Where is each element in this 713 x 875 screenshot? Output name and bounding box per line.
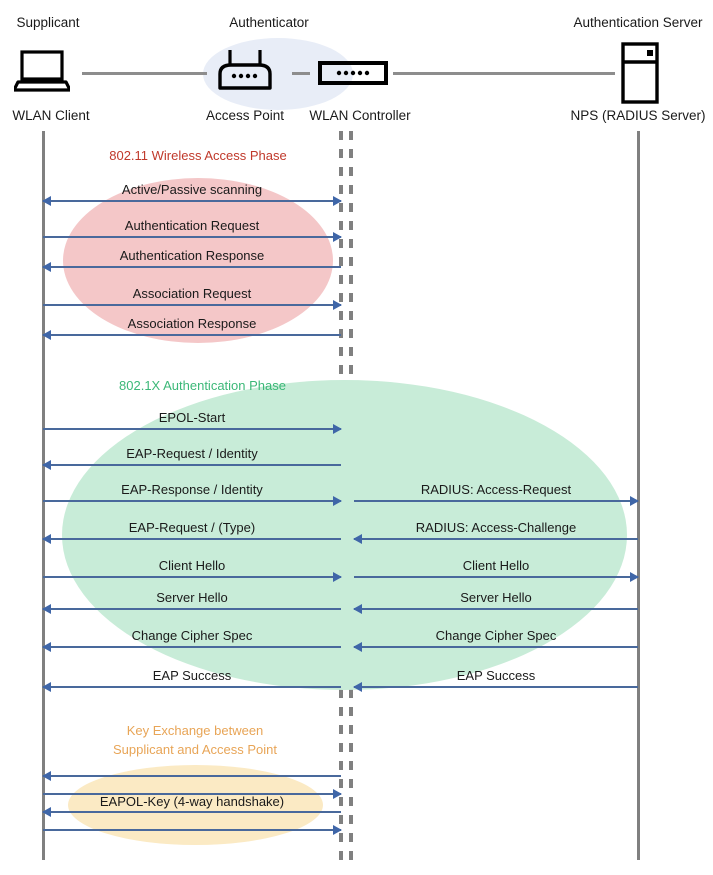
message-authentication-request bbox=[43, 232, 342, 242]
actor-name-access-point: Access Point bbox=[205, 108, 285, 123]
message-eap-request-identity bbox=[42, 460, 341, 470]
phase-title-8021x: 802.1X Authentication Phase bbox=[119, 378, 286, 393]
message-change-cipher-spec-right bbox=[353, 642, 638, 652]
message-association-request bbox=[43, 300, 342, 310]
server-tower-icon bbox=[620, 42, 660, 104]
message-label-radius-access-request: RADIUS: Access-Request bbox=[420, 482, 572, 497]
actor-role-supplicant: Supplicant bbox=[16, 15, 80, 30]
phase-title-key-exchange-line2: Supplicant and Access Point bbox=[112, 742, 278, 757]
message-server-hello-right bbox=[353, 604, 638, 614]
message-label-authentication-request: Authentication Request bbox=[124, 218, 260, 233]
phase-title-key-exchange-line1: Key Exchange between bbox=[126, 723, 264, 738]
message-eap-response-identity bbox=[43, 496, 342, 506]
phase-title-80211: 802.11 Wireless Access Phase bbox=[109, 148, 287, 163]
wire-client-to-ap bbox=[82, 72, 207, 75]
authenticator-group-blob bbox=[203, 38, 353, 110]
actor-name-wlan-client: WLAN Client bbox=[12, 108, 90, 123]
message-server-hello-left bbox=[42, 604, 341, 614]
phase-blob-key-exchange bbox=[68, 765, 323, 845]
message-eap-success-left bbox=[42, 682, 341, 692]
message-client-hello-right bbox=[354, 572, 639, 582]
message-eap-success-right bbox=[353, 682, 638, 692]
message-label-client-hello-left: Client Hello bbox=[158, 558, 226, 573]
message-label-active-passive-scanning: Active/Passive scanning bbox=[121, 182, 263, 197]
message-label-server-hello-left: Server Hello bbox=[156, 590, 228, 605]
message-label-epol-start: EPOL-Start bbox=[158, 410, 226, 425]
message-label-association-response: Association Response bbox=[127, 316, 257, 331]
wireless-router-icon bbox=[216, 48, 274, 92]
message-label-change-cipher-spec-right: Change Cipher Spec bbox=[435, 628, 557, 643]
message-label-radius-access-challenge: RADIUS: Access-Challenge bbox=[415, 520, 577, 535]
laptop-icon bbox=[12, 50, 72, 92]
message-radius-access-request bbox=[354, 496, 639, 506]
message-label-change-cipher-spec-left: Change Cipher Spec bbox=[131, 628, 253, 643]
message-authentication-response bbox=[42, 262, 341, 272]
message-label-eap-request-type: EAP-Request / (Type) bbox=[128, 520, 256, 535]
phase-blob-8021x bbox=[62, 380, 627, 690]
wire-ap-to-controller bbox=[292, 72, 310, 75]
phase-blob-80211 bbox=[63, 178, 333, 343]
message-label-server-hello-right: Server Hello bbox=[460, 590, 532, 605]
actor-name-nps-radius-server: NPS (RADIUS Server) bbox=[570, 108, 706, 123]
message-eapol-key-1 bbox=[42, 771, 341, 781]
message-label-association-request: Association Request bbox=[132, 286, 252, 301]
lifeline-authentication-server bbox=[637, 131, 640, 860]
message-active-passive-scanning bbox=[42, 196, 342, 206]
message-eap-request-type bbox=[42, 534, 341, 544]
message-label-client-hello-right: Client Hello bbox=[462, 558, 530, 573]
network-switch-icon bbox=[318, 60, 388, 86]
lifeline-supplicant bbox=[42, 131, 45, 860]
message-label-eap-response-identity: EAP-Response / Identity bbox=[121, 482, 263, 497]
wire-controller-to-server bbox=[393, 72, 615, 75]
message-eapol-key-3 bbox=[42, 807, 341, 817]
message-client-hello-left bbox=[43, 572, 342, 582]
message-association-response bbox=[42, 330, 341, 340]
message-label-eap-success-right: EAP Success bbox=[456, 668, 536, 683]
message-change-cipher-spec-left bbox=[42, 642, 341, 652]
message-label-authentication-response: Authentication Response bbox=[119, 248, 265, 263]
message-label-eapol-key-handshake: EAPOL-Key (4-way handshake) bbox=[99, 794, 285, 809]
message-label-eap-request-identity: EAP-Request / Identity bbox=[126, 446, 258, 461]
message-eapol-key-2 bbox=[43, 789, 342, 799]
message-epol-start bbox=[43, 424, 342, 434]
message-label-eap-success-left: EAP Success bbox=[152, 668, 232, 683]
message-radius-access-challenge bbox=[353, 534, 638, 544]
actor-role-authentication-server: Authentication Server bbox=[573, 15, 703, 30]
actor-name-wlan-controller: WLAN Controller bbox=[309, 108, 411, 123]
actor-role-authenticator: Authenticator bbox=[229, 15, 309, 30]
message-eapol-key-4 bbox=[43, 825, 342, 835]
